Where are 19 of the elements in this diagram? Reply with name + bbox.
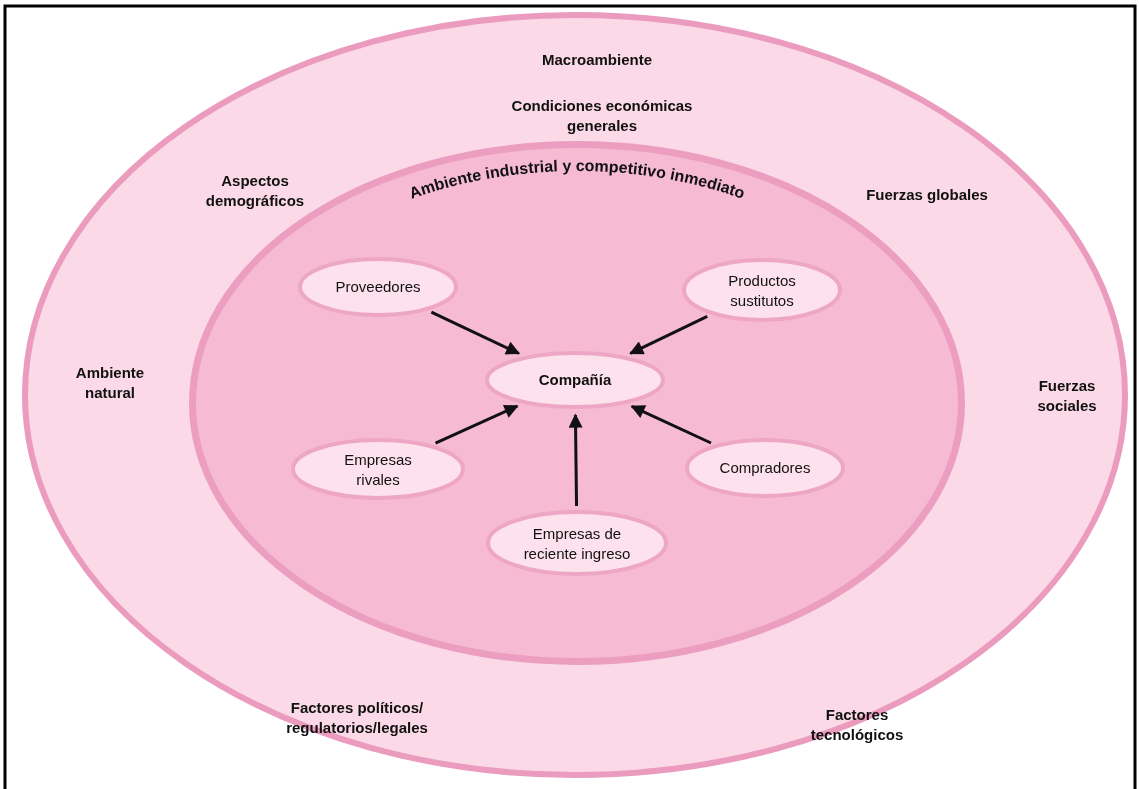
arrow — [430, 310, 521, 355]
node-label: Compradores — [718, 458, 812, 478]
arrow — [434, 404, 519, 445]
node-label: Empresas de reciente ingreso — [522, 523, 632, 563]
environment-factor: Aspectos demográficos — [204, 170, 306, 210]
node-label: Productos sustitutos — [727, 270, 797, 310]
environment-factor: Factores políticos/ regulatorios/legales — [285, 697, 429, 737]
environment-factor: Condiciones económicas generales — [510, 95, 694, 135]
arrow — [568, 413, 583, 507]
environment-factor: Macroambiente — [540, 50, 653, 70]
environment-factor: Ambiente natural — [74, 362, 146, 402]
environment-factor: Fuerzas globales — [865, 185, 989, 205]
environment-factor: Fuerzas sociales — [1036, 375, 1098, 415]
arrow — [630, 404, 712, 445]
environment-factor: Factores tecnológicos — [809, 704, 905, 744]
node-label: Proveedores — [334, 277, 422, 297]
node-label: Empresas rivales — [343, 449, 413, 489]
node-label: Compañía — [537, 370, 613, 390]
arrow — [629, 315, 708, 355]
